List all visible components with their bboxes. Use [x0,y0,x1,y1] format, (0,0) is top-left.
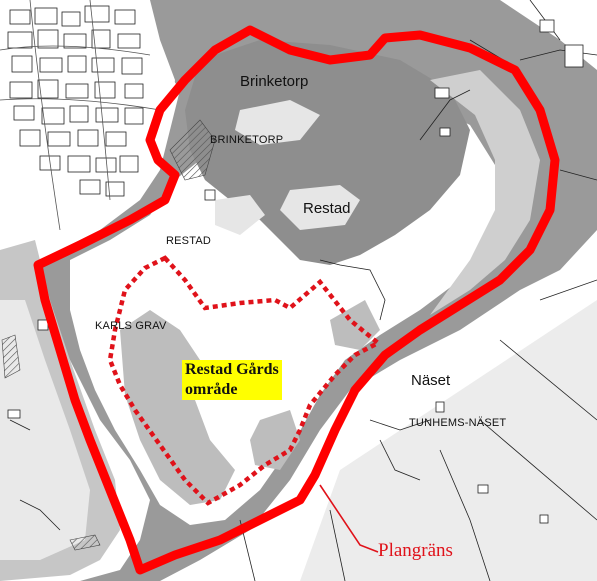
label-tunhems-naset: TUNHEMS-NÄSET [409,417,507,429]
clearing-3 [215,195,265,235]
hatched-area [169,119,216,181]
project-area-outline [107,255,383,506]
label-restad: Restad [303,200,351,217]
area-label-line1: Restad Gårds [185,361,279,378]
plan-boundary [33,25,560,575]
legend-leader [319,484,379,553]
property-lines [9,0,597,581]
clearing-1 [235,100,320,145]
label-brinketorp: Brinketorp [240,73,309,90]
small-buildings [7,19,584,524]
legend-plangrans: Plangräns [378,540,453,561]
hatched-area-south [69,534,101,551]
clearing-2 [280,185,360,230]
west-land-light [0,300,90,560]
label-restad-caps: RESTAD [166,235,212,247]
label-brinketorp-caps: BRINKETORP [210,134,284,146]
urban-blocks [7,5,144,197]
pale-land-area [300,300,597,581]
shore-strip [430,70,540,315]
area-label: Restad Gårds område [182,360,282,400]
forest-patch [250,410,300,470]
area-label-line2: område [185,381,238,398]
label-karls-grav: KARLS GRAV [95,320,167,332]
label-naset: Näset [411,372,451,389]
hatched-area-west [1,334,21,379]
urban-roads [0,0,161,231]
forest-south [120,310,235,505]
